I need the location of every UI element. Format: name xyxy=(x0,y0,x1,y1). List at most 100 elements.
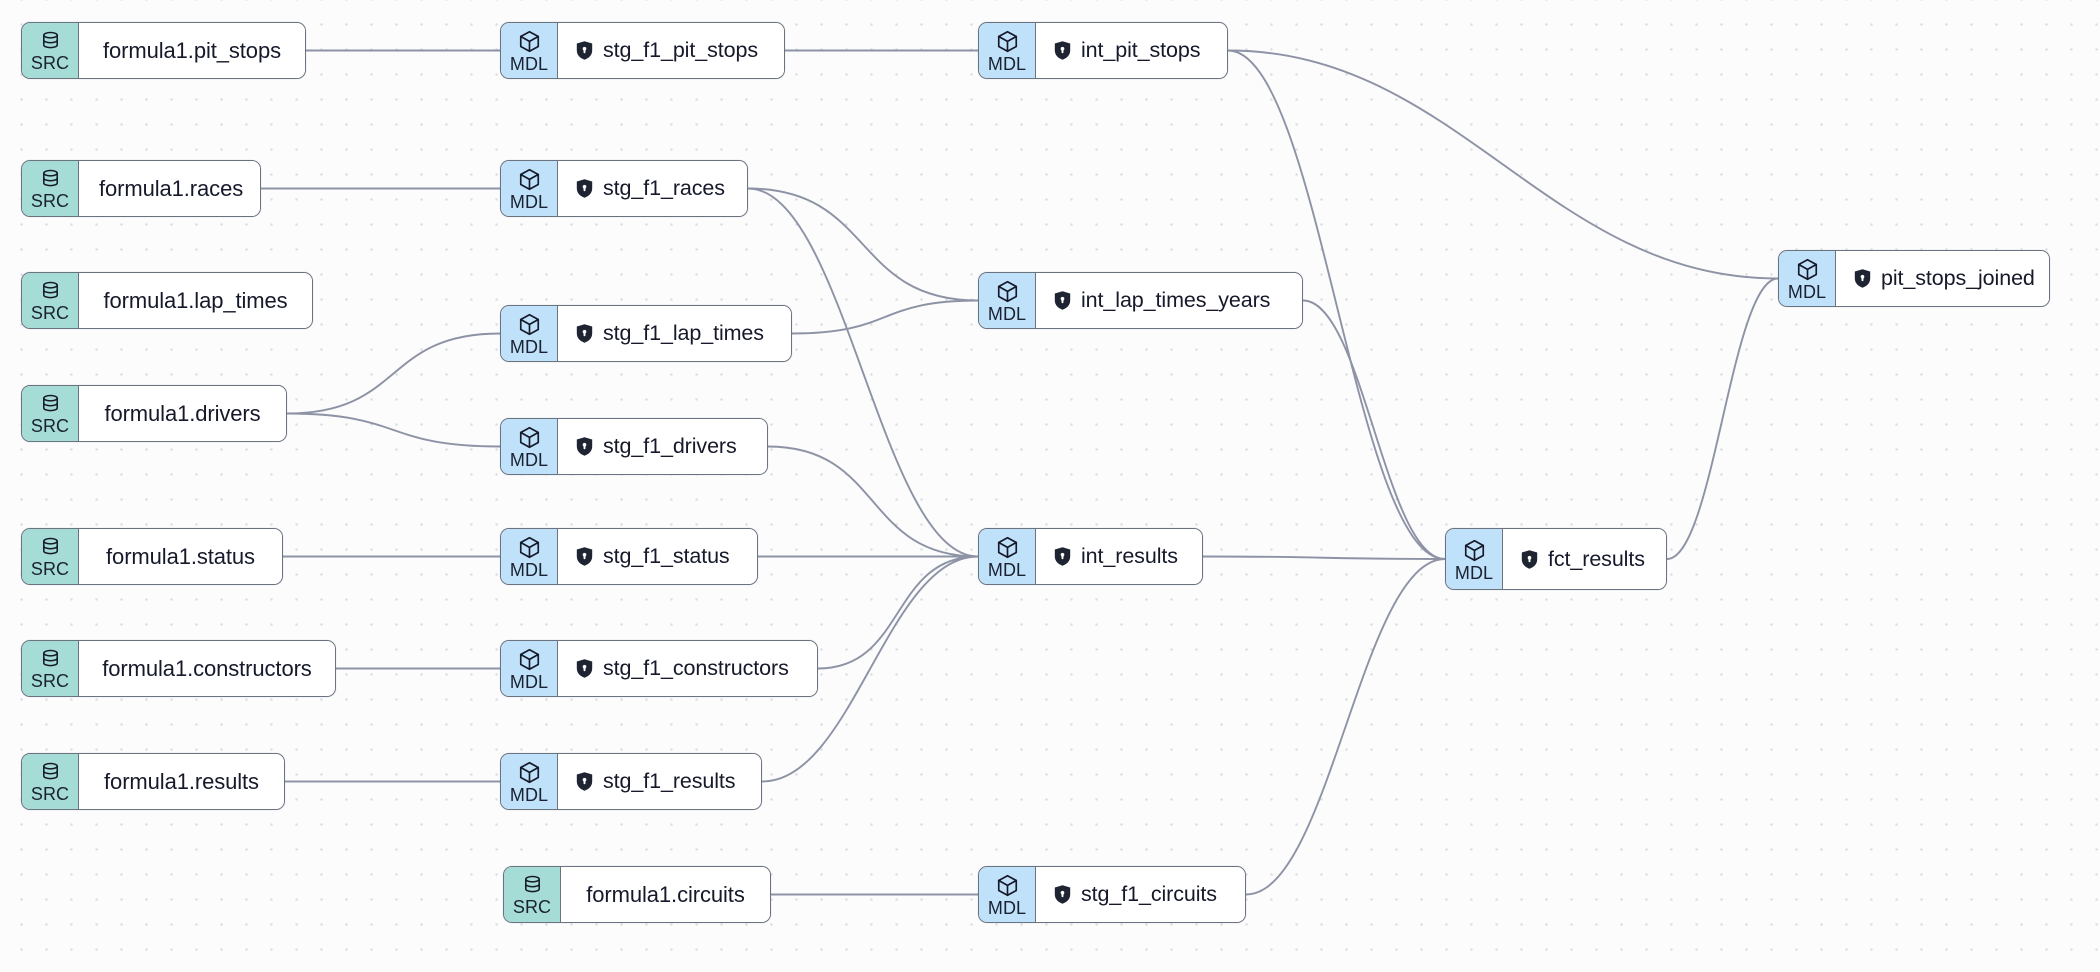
lineage-edge-stg_circuits-to-fct_results xyxy=(1245,558,1446,896)
node-type-label: MDL xyxy=(509,560,549,580)
cube-icon xyxy=(517,760,542,785)
node-label: formula1.lap_times xyxy=(103,287,288,313)
node-label: int_pit_stops xyxy=(1081,38,1201,62)
shield-lock-icon xyxy=(575,658,594,679)
node-label: stg_f1_results xyxy=(603,769,736,793)
node-label: int_lap_times_years xyxy=(1081,288,1271,312)
node-type-badge-mdl: MDL xyxy=(979,23,1036,78)
lineage-node-src_status[interactable]: SRC formula1.status xyxy=(21,528,283,585)
lineage-node-src_circuits[interactable]: SRC formula1.circuits xyxy=(503,866,771,923)
cube-icon xyxy=(517,535,542,560)
shield-lock-icon xyxy=(1053,546,1072,567)
node-type-label: MDL xyxy=(987,898,1027,918)
cube-icon xyxy=(517,425,542,450)
lineage-node-int_lap_times_years[interactable]: MDL int_lap_times_years xyxy=(978,272,1303,329)
shield-lock-icon xyxy=(575,323,594,344)
lineage-edge-stg_races-to-int_lap_times_years xyxy=(747,187,979,302)
node-type-badge-mdl: MDL xyxy=(501,306,558,361)
node-label: pit_stops_joined xyxy=(1881,266,2035,290)
node-type-label: SRC xyxy=(30,303,70,323)
node-body: formula1.results xyxy=(79,754,284,809)
lineage-node-stg_status[interactable]: MDL stg_f1_status xyxy=(500,528,758,585)
node-body: formula1.status xyxy=(79,529,282,584)
node-label: stg_f1_pit_stops xyxy=(603,38,758,62)
node-body: stg_f1_pit_stops xyxy=(558,23,784,78)
node-type-label: SRC xyxy=(512,897,552,917)
node-body: stg_f1_status xyxy=(558,529,757,584)
node-type-badge-mdl: MDL xyxy=(501,419,558,474)
lineage-edge-stg_drivers-to-int_results xyxy=(767,445,979,558)
shield-lock-icon xyxy=(1053,884,1072,905)
node-type-label: MDL xyxy=(509,54,549,74)
database-icon xyxy=(39,761,62,784)
database-icon xyxy=(39,393,62,416)
node-type-label: SRC xyxy=(30,559,70,579)
cube-icon xyxy=(995,873,1020,898)
lineage-node-stg_races[interactable]: MDL stg_f1_races xyxy=(500,160,748,217)
node-type-badge-src: SRC xyxy=(22,273,79,328)
cube-icon xyxy=(995,279,1020,304)
database-icon xyxy=(39,280,62,303)
node-type-label: MDL xyxy=(509,337,549,357)
lineage-node-int_results[interactable]: MDL int_results xyxy=(978,528,1203,585)
shield-lock-icon xyxy=(1853,268,1872,289)
lineage-edge-stg_constructors-to-int_results xyxy=(817,555,979,670)
node-label: formula1.constructors xyxy=(102,655,312,681)
node-type-badge-src: SRC xyxy=(22,161,79,216)
node-type-badge-mdl: MDL xyxy=(979,529,1036,584)
cube-icon xyxy=(1462,538,1487,563)
node-type-label: MDL xyxy=(987,304,1027,324)
node-type-label: MDL xyxy=(509,192,549,212)
shield-lock-icon xyxy=(575,771,594,792)
node-body: pit_stops_joined xyxy=(1836,251,2049,306)
node-type-badge-src: SRC xyxy=(22,529,79,584)
lineage-edge-int_pit_stops-to-pit_stops_joined xyxy=(1227,49,1779,280)
node-body: int_lap_times_years xyxy=(1036,273,1302,328)
database-icon xyxy=(521,874,544,897)
node-body: formula1.drivers xyxy=(79,386,286,441)
node-label: int_results xyxy=(1081,544,1178,568)
node-type-label: MDL xyxy=(509,450,549,470)
cube-icon xyxy=(517,312,542,337)
lineage-node-int_pit_stops[interactable]: MDL int_pit_stops xyxy=(978,22,1228,79)
lineage-node-stg_pit_stops[interactable]: MDL stg_f1_pit_stops xyxy=(500,22,785,79)
node-label: formula1.pit_stops xyxy=(103,37,281,63)
node-type-badge-mdl: MDL xyxy=(1446,529,1503,589)
node-type-badge-src: SRC xyxy=(22,641,79,696)
node-type-label: MDL xyxy=(987,560,1027,580)
node-label: stg_f1_races xyxy=(603,176,725,200)
lineage-edge-stg_races-to-int_results xyxy=(747,187,979,558)
database-icon xyxy=(39,536,62,559)
node-type-badge-src: SRC xyxy=(22,754,79,809)
database-icon xyxy=(39,168,62,191)
node-label: stg_f1_constructors xyxy=(603,656,789,680)
cube-icon xyxy=(517,647,542,672)
cube-icon xyxy=(517,167,542,192)
node-body: stg_f1_constructors xyxy=(558,641,817,696)
lineage-node-src_lap_times[interactable]: SRC formula1.lap_times xyxy=(21,272,313,329)
cube-icon xyxy=(1795,257,1820,282)
lineage-node-stg_results[interactable]: MDL stg_f1_results xyxy=(500,753,762,810)
shield-lock-icon xyxy=(1520,549,1539,570)
node-label: formula1.circuits xyxy=(586,881,745,907)
node-body: formula1.pit_stops xyxy=(79,23,305,78)
node-body: stg_f1_races xyxy=(558,161,747,216)
lineage-edge-src_drivers-to-stg_lap_times xyxy=(286,332,501,415)
database-icon xyxy=(39,648,62,671)
node-type-badge-mdl: MDL xyxy=(501,754,558,809)
lineage-edge-int_lap_times_years-to-fct_results xyxy=(1302,299,1446,560)
lineage-node-src_constructors[interactable]: SRC formula1.constructors xyxy=(21,640,336,697)
lineage-edge-stg_lap_times-to-int_lap_times_years xyxy=(791,299,979,335)
node-body: formula1.races xyxy=(79,161,260,216)
